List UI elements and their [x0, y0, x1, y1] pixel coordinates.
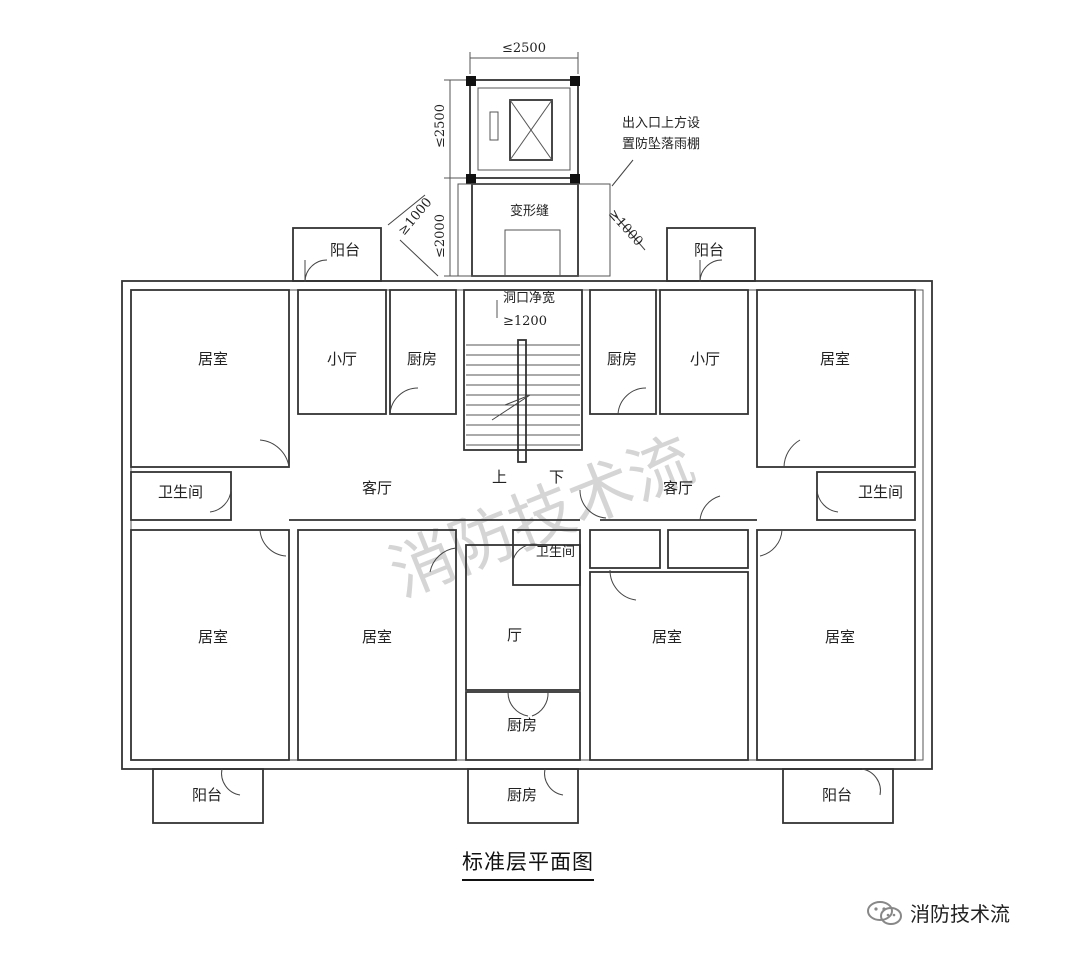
- door-swings: [209, 259, 881, 796]
- balcony-tr: [666, 227, 756, 282]
- dim-shaft-depth: ≤2500: [433, 104, 448, 148]
- room-bedroom-bl: 居室: [198, 628, 228, 646]
- balcony-bl: [152, 768, 264, 824]
- room-bath-r: 卫生间: [858, 483, 903, 501]
- room-small-hall-r: 小厅: [690, 350, 720, 368]
- room-kitchen-bm: 厨房: [507, 786, 537, 804]
- room-bedroom-bmr: 居室: [652, 628, 682, 646]
- room-bedroom-tr: 居室: [820, 350, 850, 368]
- bedroom-bml-walls: [297, 529, 457, 761]
- brand-text: 消防技术流: [910, 902, 1010, 926]
- room-balcony-top-left: 阳台: [330, 241, 360, 259]
- balcony-br: [782, 768, 894, 824]
- room-kitchen-l: 厨房: [407, 350, 437, 368]
- stairwell: [463, 289, 583, 451]
- dim-passage-depth: ≤2000: [433, 214, 448, 258]
- kitchen-bm-balcony: [467, 768, 579, 824]
- room-bath-l: 卫生间: [158, 483, 203, 501]
- room-balcony-top-right: 阳台: [694, 241, 724, 259]
- wechat-icon: [867, 900, 902, 925]
- room-balcony-bl: 阳台: [192, 786, 222, 804]
- dim-side-left: ≥1000: [396, 195, 436, 238]
- room-bedroom-bml: 居室: [362, 628, 392, 646]
- bedroom-bl-walls: [130, 529, 290, 761]
- hall-mid-walls: [465, 544, 581, 691]
- room-small-hall-l: 小厅: [327, 350, 357, 368]
- dim-top-width: ≤2500: [502, 41, 546, 56]
- room-bath-mid: 卫生间: [536, 545, 575, 560]
- kitchen-mid-walls: [465, 691, 581, 761]
- room-living-r: 客厅: [663, 479, 693, 497]
- canopy-note-line1: 出入口上方设: [622, 115, 700, 131]
- stair-treads: [466, 344, 580, 446]
- dim-side-right: ≥1000: [605, 207, 646, 250]
- dim-opening-width: ≥1200: [503, 314, 547, 329]
- bath-l-walls: [130, 471, 232, 521]
- room-kitchen-r: 厨房: [607, 350, 637, 368]
- balcony-tl: [292, 227, 382, 282]
- watermark: 消防技术流: [380, 424, 704, 612]
- opening-label: 洞口净宽: [503, 290, 555, 306]
- elevator-shaft: [469, 79, 579, 179]
- bedroom-bmr-walls: [589, 571, 749, 761]
- bedroom-tl-walls: [130, 289, 290, 468]
- canopy-note-line2: 置防坠落雨棚: [622, 136, 700, 152]
- room-bedroom-tl: 居室: [198, 350, 228, 368]
- stair-down-label: 下: [549, 468, 564, 486]
- bedroom-br-walls: [756, 529, 916, 761]
- room-bedroom-br: 居室: [825, 628, 855, 646]
- room-hall-mid: 厅: [507, 626, 522, 644]
- expansion-joint-label: 变形缝: [510, 203, 549, 219]
- drawing-title: 标准层平面图: [462, 846, 594, 881]
- stair-up-label: 上: [492, 468, 507, 486]
- room-kitchen-mid: 厨房: [507, 716, 537, 734]
- bedroom-tr-walls: [756, 289, 916, 468]
- room-balcony-br: 阳台: [822, 786, 852, 804]
- bath-r-walls: [816, 471, 916, 521]
- room-living-l: 客厅: [362, 479, 392, 497]
- brand-mark: 消防技术流: [866, 898, 1010, 927]
